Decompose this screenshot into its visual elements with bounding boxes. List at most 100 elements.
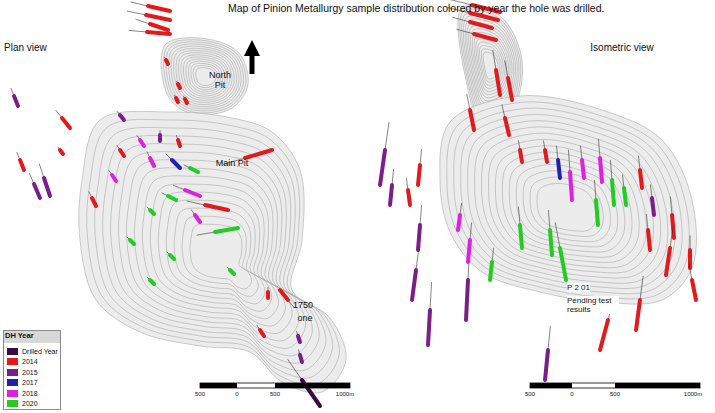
- drill-hole: [147, 207, 154, 214]
- drill-hole: [268, 287, 269, 298]
- drill-hole: [666, 226, 673, 275]
- drill-hole: [406, 178, 410, 205]
- drill-hole: [490, 248, 494, 280]
- drill-hole: [109, 170, 116, 181]
- drill-hole: [548, 210, 552, 255]
- drill-hole: [187, 201, 228, 210]
- pit-contour: [169, 44, 242, 109]
- legend-swatch: [7, 369, 18, 376]
- drill-hole: [380, 122, 389, 185]
- pit-contour: [87, 119, 340, 385]
- pit-contour: [142, 176, 292, 334]
- drill-hole: [412, 246, 419, 300]
- drill-hole: [39, 164, 50, 196]
- drill-hole: [545, 326, 550, 380]
- pit-contour: [488, 139, 646, 267]
- drill-hole: [646, 214, 650, 250]
- drill-hole: [690, 236, 691, 268]
- scale-number: 0: [235, 391, 238, 398]
- scale-number: 0: [570, 391, 573, 398]
- drill-hole: [594, 180, 598, 225]
- pit-contour: [523, 171, 610, 242]
- drill-hole: [29, 173, 40, 198]
- legend-entry: 2015: [7, 367, 38, 377]
- drill-hole: [176, 81, 180, 88]
- pit-contour: [182, 216, 258, 296]
- pit-contour: [79, 111, 346, 393]
- drill-hole: [636, 276, 643, 330]
- legend-swatch: [7, 348, 18, 355]
- pit-contour: [468, 121, 668, 284]
- drill-hole: [650, 184, 654, 215]
- pit-contour: [447, 102, 690, 299]
- drill-hole: [227, 267, 234, 274]
- drill-hole: [191, 209, 200, 222]
- legend-swatch: [7, 379, 18, 386]
- legend-swatch: [7, 390, 18, 397]
- pit-contour: [475, 127, 661, 278]
- drill-hole: [184, 165, 198, 172]
- drill-hole: [130, 2, 170, 11]
- drill-hole: [428, 282, 432, 345]
- drill-hole: [147, 152, 154, 166]
- drill-hole: [89, 192, 96, 206]
- drill-holes: [11, 0, 696, 406]
- drill-hole: [456, 29, 496, 40]
- drill-hole: [136, 19, 168, 30]
- drill-hole: [568, 150, 572, 200]
- drill-hole: [176, 135, 180, 146]
- drill-hole: [638, 156, 642, 188]
- pit-contour: [119, 152, 313, 356]
- drill-hole: [183, 96, 187, 103]
- drill-hole: [598, 139, 602, 182]
- pit-contour: [509, 158, 624, 252]
- drill-hole: [117, 111, 124, 120]
- pit-contour: [111, 144, 320, 364]
- scale-number: 500: [525, 391, 535, 398]
- drill-hole: [298, 349, 302, 362]
- drill-hole: [147, 277, 154, 284]
- legend-entry: 2017: [7, 378, 38, 388]
- drill-hole: [518, 207, 522, 248]
- legend-box: Drilled Year20142015201720182020: [3, 330, 61, 410]
- legend-text: 2014: [22, 358, 38, 365]
- pit-contour: [161, 38, 248, 115]
- map-symbols: [200, 40, 700, 388]
- pit-contour: [134, 168, 298, 341]
- legend-entry: Drilled Year: [7, 346, 58, 356]
- legend-heading: DH Year: [5, 332, 34, 341]
- pit-contour: [467, 22, 514, 107]
- pit-contour: [174, 208, 265, 304]
- pit-contour: [95, 127, 333, 378]
- legend-text: 2015: [22, 369, 38, 376]
- drill-hole: [452, 17, 492, 28]
- drill-hole: [17, 152, 24, 170]
- pit-contour: [482, 133, 654, 273]
- drill-hole: [117, 145, 124, 156]
- drill-hole: [137, 135, 144, 146]
- pit-contour: [126, 160, 305, 349]
- legend-text: Drilled Year: [22, 348, 58, 355]
- drill-hole: [166, 154, 180, 168]
- drill-hole: [610, 160, 614, 205]
- pit-contour: [166, 200, 272, 311]
- drill-hole: [518, 140, 522, 162]
- pit-contour: [150, 184, 285, 326]
- map-label: Pending test results: [567, 296, 619, 314]
- drill-hole: [173, 185, 200, 196]
- map-label: 1750: [293, 300, 313, 310]
- map-label: one: [297, 313, 312, 323]
- drill-hole: [493, 50, 500, 95]
- drill-hole: [129, 30, 170, 34]
- drill-hole: [543, 140, 547, 162]
- pit-contour: [166, 42, 244, 111]
- drill-hole: [689, 264, 696, 300]
- pit-contour: [502, 152, 632, 257]
- scale-bar: [530, 383, 700, 388]
- map-label: Isometric view: [590, 42, 653, 54]
- legend-swatch: [7, 358, 18, 365]
- drill-hole: [502, 104, 509, 135]
- map-label: North Pit: [203, 70, 237, 91]
- drill-hole: [468, 222, 472, 262]
- pit-contour: [190, 224, 252, 289]
